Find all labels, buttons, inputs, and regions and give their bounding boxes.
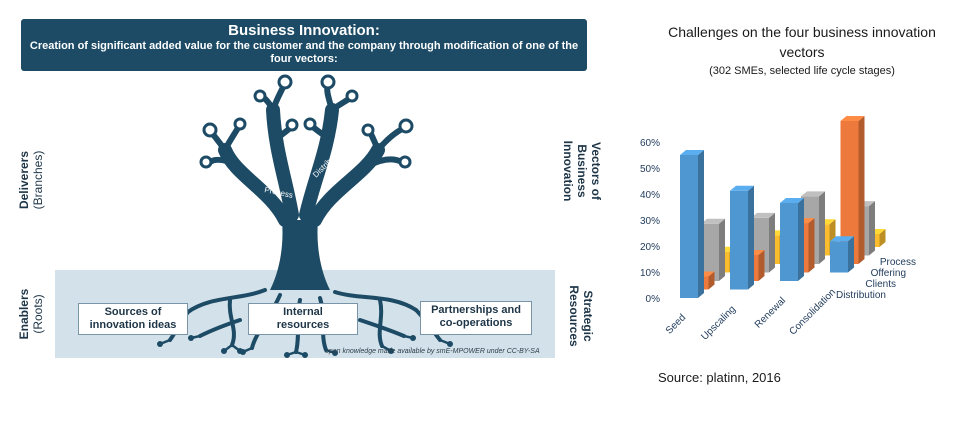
y-tick-label: 20%	[640, 242, 660, 253]
bar-process-seed-side	[698, 150, 704, 298]
y-tick-label: 40%	[640, 190, 660, 201]
y-tick-label: 10%	[640, 268, 660, 279]
bar-distribution-consolidation-side	[879, 229, 886, 247]
box-partnerships: Partnerships and co-operations	[420, 301, 532, 335]
y-tick-label: 50%	[640, 164, 660, 175]
y-tick-label: 60%	[640, 138, 660, 149]
bar-process-consolidation-side	[848, 236, 854, 273]
chart-title: Challenges on the four business innovati…	[668, 24, 936, 60]
bar-offering-renewal-side	[808, 218, 815, 273]
bar-process-consolidation	[830, 241, 848, 273]
x-tick-label: Upscaling	[699, 304, 738, 343]
bar-process-renewal-top	[780, 198, 804, 203]
bar-offering-consolidation	[840, 121, 859, 264]
bar-clients-upscaling-top	[751, 212, 775, 218]
bar-offering-seed-side	[708, 271, 715, 290]
chart-subtitle: (302 SMEs, selected life cycle stages)	[709, 65, 895, 77]
bar-process-upscaling	[730, 190, 748, 290]
bar-clients-renewal-side	[819, 191, 825, 264]
x-tick-label: Renewal	[753, 295, 788, 330]
bar-clients-seed	[701, 223, 719, 281]
tree-branches	[218, 103, 385, 227]
bar-process-seed-top	[680, 150, 704, 155]
bar-process-upscaling-top	[730, 185, 754, 191]
chart-source: Source: platinn, 2016	[658, 370, 781, 385]
tree-trunk	[270, 220, 330, 290]
x-tick-label: Seed	[664, 312, 688, 336]
bar-offering-upscaling-side	[758, 250, 765, 281]
diagram-credit: open knowledge made available by smE-MPO…	[325, 348, 540, 355]
y-tick-label: 30%	[640, 216, 660, 227]
bar-clients-consolidation-side	[869, 201, 875, 256]
series-label-process: Process	[880, 257, 916, 268]
diagram-subtitle: Creation of significant added value for …	[29, 40, 579, 65]
bar-clients-upscaling-side	[769, 212, 775, 273]
bar-process-consolidation-top	[830, 236, 854, 242]
y-tick-label: 0%	[646, 294, 661, 305]
bar-process-seed	[680, 155, 698, 298]
bar-process-renewal-side	[798, 198, 804, 281]
series-label-offering: Offering	[871, 268, 906, 279]
bar-offering-consolidation-side	[858, 116, 865, 264]
diagram-banner: Business Innovation: Creation of signifi…	[21, 19, 587, 71]
bar-process-upscaling-side	[748, 185, 754, 290]
bar-clients-seed-side	[719, 218, 725, 281]
box-sources-ideas: Sources of innovation ideas	[78, 303, 188, 335]
tree-branch-nodes	[199, 74, 414, 169]
diagram-title: Business Innovation:	[228, 22, 380, 39]
series-label-distribution: Distribution	[836, 290, 886, 301]
x-tick-label: Consolidation	[787, 287, 838, 338]
box-internal-resources: Internal resources	[248, 303, 358, 335]
bar-offering-consolidation-top	[840, 116, 865, 121]
bar-process-renewal	[780, 203, 798, 281]
bar-clients-renewal-top	[801, 191, 825, 197]
series-label-clients: Clients	[865, 279, 896, 290]
bar-clients-seed-top	[701, 218, 725, 224]
